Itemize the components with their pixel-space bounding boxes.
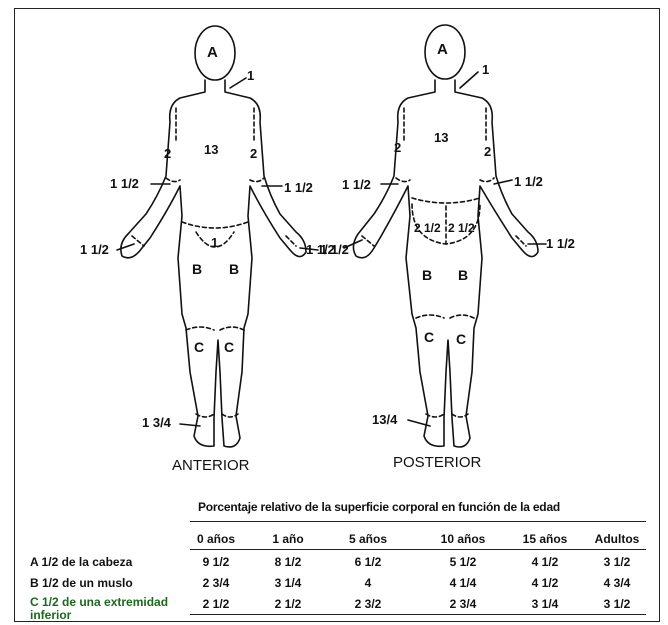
table-cell: 4 1/2 xyxy=(532,576,559,590)
table-title: Porcentaje relativo de la superficie cor… xyxy=(198,500,560,514)
posterior-right-hand-label: 1 1/2 xyxy=(546,236,575,251)
row-label-b: B 1/2 de un muslo xyxy=(30,576,133,590)
table-cell: 9 1/2 xyxy=(203,555,230,569)
posterior-right-upper-arm-label: 2 xyxy=(484,144,491,159)
table-cell: 3 1/4 xyxy=(275,576,302,590)
posterior-left-buttock-label: 2 1/2 xyxy=(414,221,441,235)
table-cell: 2 1/2 xyxy=(275,597,302,611)
table-cell: 2 3/4 xyxy=(203,576,230,590)
posterior-body-outline xyxy=(353,25,538,447)
col-header-4: 15 años xyxy=(523,532,568,546)
table-cell: 4 1/2 xyxy=(532,555,559,569)
anterior-left-hand-label: 1 1/2 xyxy=(80,242,109,257)
posterior-left-upper-arm-label: 2 xyxy=(394,140,401,155)
anterior-left-forearm-label: 1 1/2 xyxy=(110,176,139,191)
posterior-left-leg-label: C xyxy=(424,329,434,345)
anterior-left-upper-arm-label: 2 xyxy=(164,146,171,161)
table-rule-bottom xyxy=(190,614,646,615)
col-header-5: Adultos xyxy=(595,532,640,546)
table-cell: 3 1/2 xyxy=(604,597,631,611)
col-header-1: 1 año xyxy=(272,532,303,546)
col-header-2: 5 años xyxy=(349,532,387,546)
anterior-right-forearm-label: 1 1/2 xyxy=(284,180,313,195)
anterior-genital-label: 1 xyxy=(211,235,218,250)
table-rule-mid xyxy=(190,549,646,550)
table-cell: 6 1/2 xyxy=(355,555,382,569)
anterior-neck-label: 1 xyxy=(247,68,254,83)
anterior-head-label: A xyxy=(207,44,218,61)
anterior-right-leg-label: C xyxy=(224,339,234,355)
table-cell: 4 3/4 xyxy=(604,576,631,590)
posterior-left-forearm-label: 1 1/2 xyxy=(342,177,371,192)
anterior-trunk-label: 13 xyxy=(204,142,218,157)
table-rule-top xyxy=(190,521,646,522)
posterior-left-hand-label: 1 1/2 xyxy=(306,242,335,257)
posterior-right-thigh-label: B xyxy=(458,267,468,283)
table-cell: 2 3/2 xyxy=(355,597,382,611)
col-header-3: 10 años xyxy=(441,532,486,546)
posterior-left-thigh-label: B xyxy=(422,267,432,283)
table-cell: 2 3/4 xyxy=(450,597,477,611)
anterior-left-thigh-label: B xyxy=(192,261,202,277)
table-cell: 4 1/4 xyxy=(450,576,477,590)
col-header-0: 0 años xyxy=(197,532,235,546)
row-label-a: A 1/2 de la cabeza xyxy=(30,555,132,569)
anterior-right-thigh-label: B xyxy=(229,261,239,277)
table-cell: 8 1/2 xyxy=(275,555,302,569)
posterior-right-leg-label: C xyxy=(456,331,466,347)
posterior-caption: POSTERIOR xyxy=(393,454,482,471)
posterior-right-buttock-label: 2 1/2 xyxy=(448,221,475,235)
table-cell: 4 xyxy=(365,576,372,590)
table-cell: 2 1/2 xyxy=(203,597,230,611)
posterior-trunk-label: 13 xyxy=(434,130,448,145)
table-cell: 3 1/4 xyxy=(532,597,559,611)
posterior-right-forearm-label: 1 1/2 xyxy=(514,174,543,189)
anterior-caption: ANTERIOR xyxy=(172,457,250,474)
posterior-head-label: A xyxy=(437,41,448,58)
body-diagram: A 1 13 2 2 1 1/2 1 1/2 1 1/2 1 1/2 1 B B… xyxy=(0,0,668,500)
anterior-foot-label: 1 3/4 xyxy=(142,415,172,430)
posterior-foot-label: 13/4 xyxy=(372,412,398,427)
row-label-c: C 1/2 de una extremidad inferior xyxy=(30,596,190,622)
posterior-neck-label: 1 xyxy=(482,62,489,77)
anterior-right-upper-arm-label: 2 xyxy=(250,146,257,161)
table-cell: 5 1/2 xyxy=(450,555,477,569)
anterior-left-leg-label: C xyxy=(194,339,204,355)
table-cell: 3 1/2 xyxy=(604,555,631,569)
